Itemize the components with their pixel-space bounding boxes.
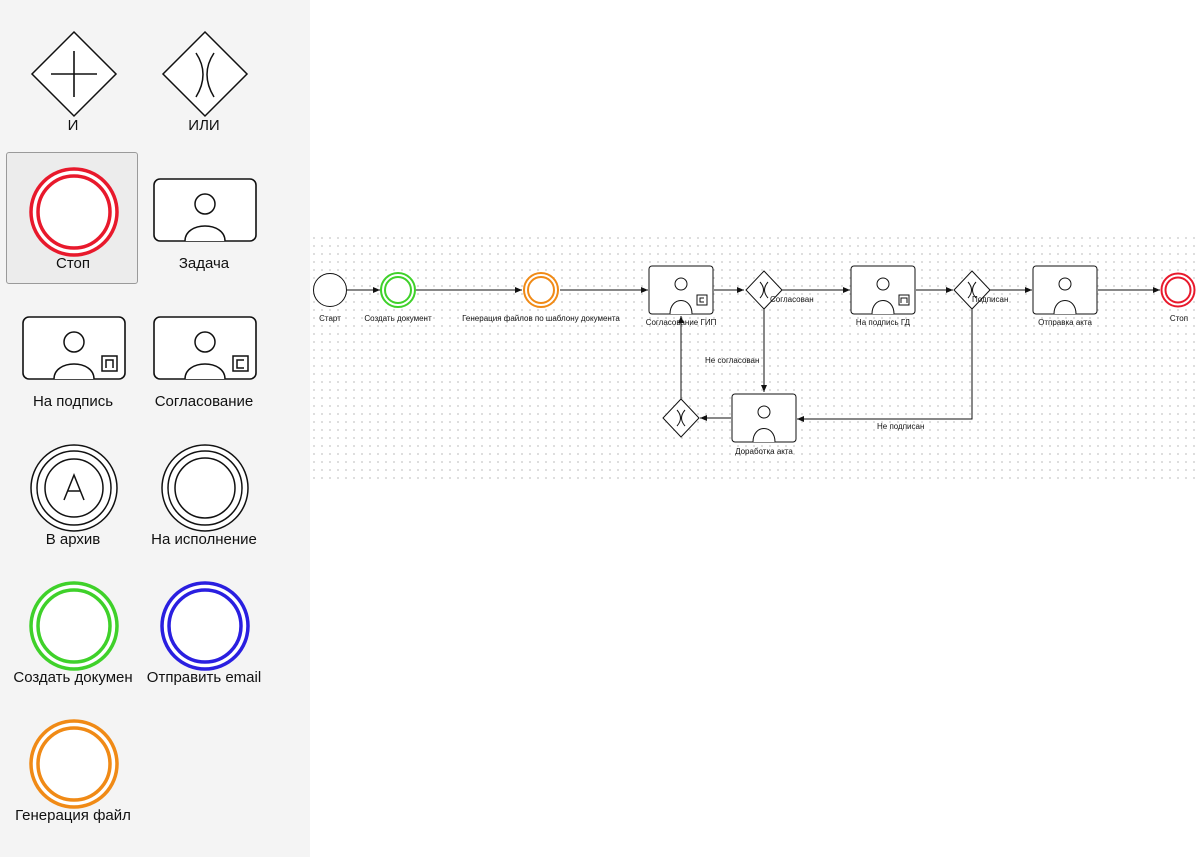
palette-item-sign[interactable]: На подпись — [6, 290, 138, 422]
palette-label: Согласование — [154, 393, 254, 410]
send-email-event-icon — [160, 581, 250, 671]
send-act-label: Отправка акта — [1038, 318, 1092, 327]
rework-act-task[interactable] — [731, 393, 797, 443]
user-icon — [871, 277, 895, 315]
approval-badge-icon — [696, 294, 708, 306]
element-palette: И ИЛИ Стоп Задача На под — [0, 0, 310, 857]
user-icon — [669, 277, 693, 315]
execution-event-icon — [161, 444, 249, 532]
approval-gip-label: Согласование ГИП — [646, 318, 717, 327]
start-event[interactable] — [313, 273, 347, 307]
stop-event[interactable] — [1160, 272, 1196, 308]
palette-label: Стоп — [56, 255, 90, 272]
rework-act-label: Доработка акта — [735, 447, 793, 456]
palette-label: Генерация файл — [15, 807, 131, 824]
flow-label-signed: Подписан — [972, 295, 1008, 304]
user-icon — [1053, 277, 1077, 315]
palette-item-archive[interactable]: В архив — [6, 428, 138, 560]
palette-item-execution[interactable]: На исполнение — [137, 428, 269, 560]
generate-files-event[interactable] — [523, 272, 559, 308]
stop-event-icon — [29, 167, 119, 257]
flow-label-approved: Согласован — [770, 295, 814, 304]
process-diagram: Старт Создать документ Генерация файлов … — [313, 265, 1196, 456]
sign-gd-label: На подпись ГД — [856, 318, 911, 327]
approval-gip-task[interactable] — [648, 265, 714, 315]
send-act-task[interactable] — [1032, 265, 1098, 315]
flow-not-signed[interactable] — [797, 308, 973, 422]
palette-item-stop[interactable]: Стоп — [6, 152, 138, 284]
exclusive-gateway-1[interactable] — [745, 270, 783, 310]
palette-label: Создать докумен — [13, 669, 133, 686]
approval-task-icon — [153, 316, 257, 380]
palette-label: На подпись — [32, 393, 114, 410]
exclusive-gateway-2[interactable] — [953, 270, 991, 310]
start-event-label: Старт — [319, 314, 341, 323]
palette-item-or[interactable]: ИЛИ — [137, 14, 269, 146]
palette-item-approval[interactable]: Согласование — [137, 290, 269, 422]
generate-files-event-icon — [29, 719, 119, 809]
palette-label: В архив — [45, 531, 101, 548]
exclusive-gateway-icon — [161, 30, 249, 118]
palette-item-create-document[interactable]: Создать докумен — [6, 566, 138, 698]
user-icon — [752, 405, 776, 443]
exclusive-gateway-3[interactable] — [662, 398, 700, 438]
flow-label-not-approved: Не согласован — [705, 356, 759, 365]
diagram-canvas[interactable]: Старт Создать документ Генерация файлов … — [310, 234, 1201, 480]
palette-label: И — [67, 117, 79, 134]
palette-item-send-email[interactable]: Отправить email — [137, 566, 269, 698]
palette-item-task[interactable]: Задача — [137, 152, 269, 284]
palette-label: Задача — [178, 255, 230, 272]
parallel-gateway-icon — [30, 30, 118, 118]
sign-gd-task[interactable] — [850, 265, 916, 315]
flow-label-not-signed: Не подписан — [877, 422, 924, 431]
sequence-flows — [347, 287, 1160, 422]
create-document-label: Создать документ — [364, 314, 432, 323]
palette-item-generate-files[interactable]: Генерация файл — [6, 704, 138, 836]
sign-badge-icon — [898, 294, 910, 306]
generate-files-label: Генерация файлов по шаблону документа — [462, 314, 620, 323]
create-document-event[interactable] — [380, 272, 416, 308]
archive-event-icon — [30, 444, 118, 532]
palette-label: Отправить email — [146, 669, 262, 686]
palette-label: ИЛИ — [188, 117, 220, 134]
palette-item-and[interactable]: И — [6, 14, 138, 146]
palette-label: На исполнение — [151, 531, 257, 548]
sign-task-icon — [22, 316, 126, 380]
stop-event-label: Стоп — [1170, 314, 1188, 323]
create-document-event-icon — [29, 581, 119, 671]
user-task-icon — [153, 178, 257, 242]
